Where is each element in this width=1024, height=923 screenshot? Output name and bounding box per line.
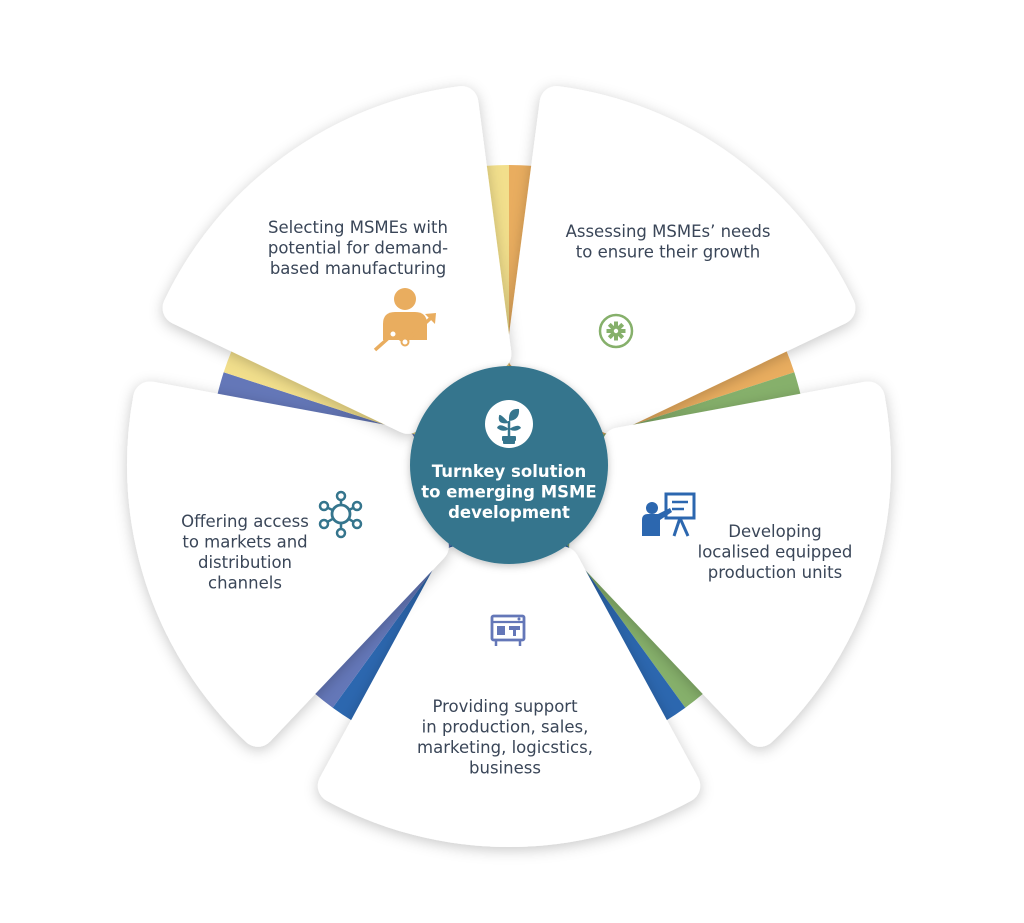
label-line: marketing, logicstics, bbox=[417, 738, 593, 757]
label-line: potential for demand- bbox=[268, 239, 448, 258]
segment-panels bbox=[127, 86, 891, 847]
label-line: Assessing MSMEs’ needs bbox=[566, 222, 771, 241]
label-selecting: Selecting MSMEs with potential for demand… bbox=[268, 218, 448, 278]
label-line: Selecting MSMEs with bbox=[268, 218, 448, 237]
network-hub-icon bbox=[318, 490, 363, 539]
center-title-line: to emerging MSME bbox=[421, 483, 596, 502]
label-line: distribution bbox=[198, 553, 292, 572]
gear-icon bbox=[598, 313, 634, 349]
label-line: Offering access bbox=[181, 512, 309, 531]
segment-labels: Selecting MSMEs with potential for demand… bbox=[181, 218, 852, 778]
label-line: Providing support bbox=[432, 697, 578, 716]
label-line: channels bbox=[208, 574, 282, 593]
label-line: based manufacturing bbox=[270, 259, 446, 278]
label-line: localised equipped bbox=[698, 543, 853, 562]
panel-developing bbox=[317, 546, 701, 847]
presenter-board-icon bbox=[642, 492, 696, 537]
label-providing: Providing support in production, sales,ma… bbox=[417, 697, 593, 778]
label-line: production units bbox=[708, 563, 842, 582]
center-title-line: Turnkey solution bbox=[432, 462, 586, 481]
center-title-line: development bbox=[448, 503, 570, 522]
label-line: to ensure their growth bbox=[576, 243, 760, 262]
machine-icon bbox=[490, 614, 526, 646]
label-line: business bbox=[469, 759, 541, 778]
label-line: in production, sales, bbox=[422, 718, 589, 737]
segment-icons bbox=[318, 288, 696, 646]
plant-growth-icon bbox=[497, 408, 521, 444]
label-assessing: Assessing MSMEs’ needs to ensure their gr… bbox=[566, 222, 771, 262]
center-circle bbox=[410, 366, 608, 564]
person-growth-chart-icon bbox=[373, 288, 436, 352]
panel-assessing bbox=[569, 381, 891, 747]
label-line: Developing bbox=[728, 522, 821, 541]
label-line: to markets and bbox=[182, 533, 307, 552]
panel-providing bbox=[127, 381, 449, 747]
